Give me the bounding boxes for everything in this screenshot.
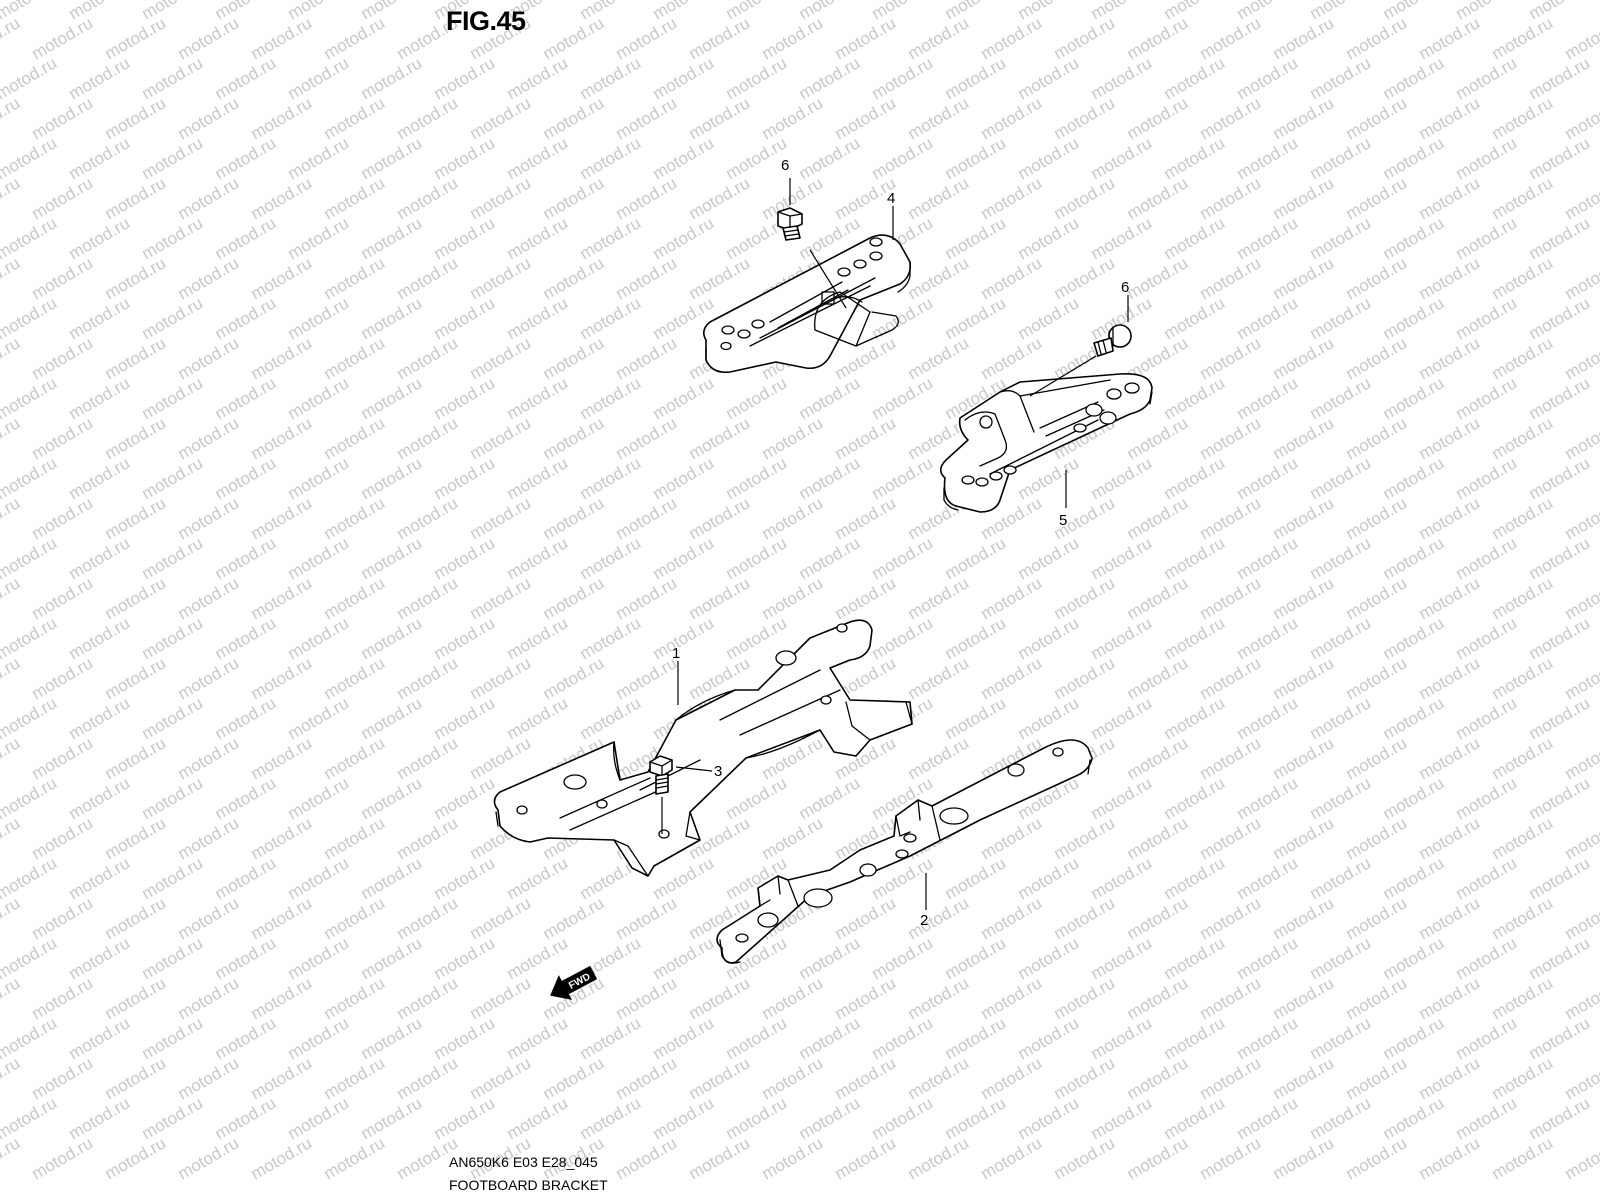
fwd-arrow-label: FWD [567, 971, 592, 991]
part-6-bolt-upper[interactable] [777, 207, 803, 241]
callout-3: 3 [714, 763, 722, 780]
callout-1: 1 [672, 645, 680, 662]
callout-5: 5 [1059, 512, 1067, 529]
part-5-bracket[interactable] [939, 372, 1153, 513]
fwd-arrow-icon: FWD [550, 965, 598, 1000]
callout-6-right: 6 [1121, 279, 1129, 296]
part-4-bracket[interactable] [702, 234, 912, 374]
figure-name: FOOTBOARD BRACKET [449, 1177, 608, 1193]
callout-2: 2 [920, 912, 928, 929]
part-2-bracket[interactable] [716, 739, 1093, 964]
part-1-bracket[interactable] [493, 619, 913, 877]
figure-code: AN650K6 E03 E28_045 [449, 1154, 598, 1170]
callout-6-upper: 6 [781, 157, 789, 174]
part-6-bolt-right[interactable] [1093, 324, 1132, 357]
callout-4: 4 [887, 190, 895, 207]
